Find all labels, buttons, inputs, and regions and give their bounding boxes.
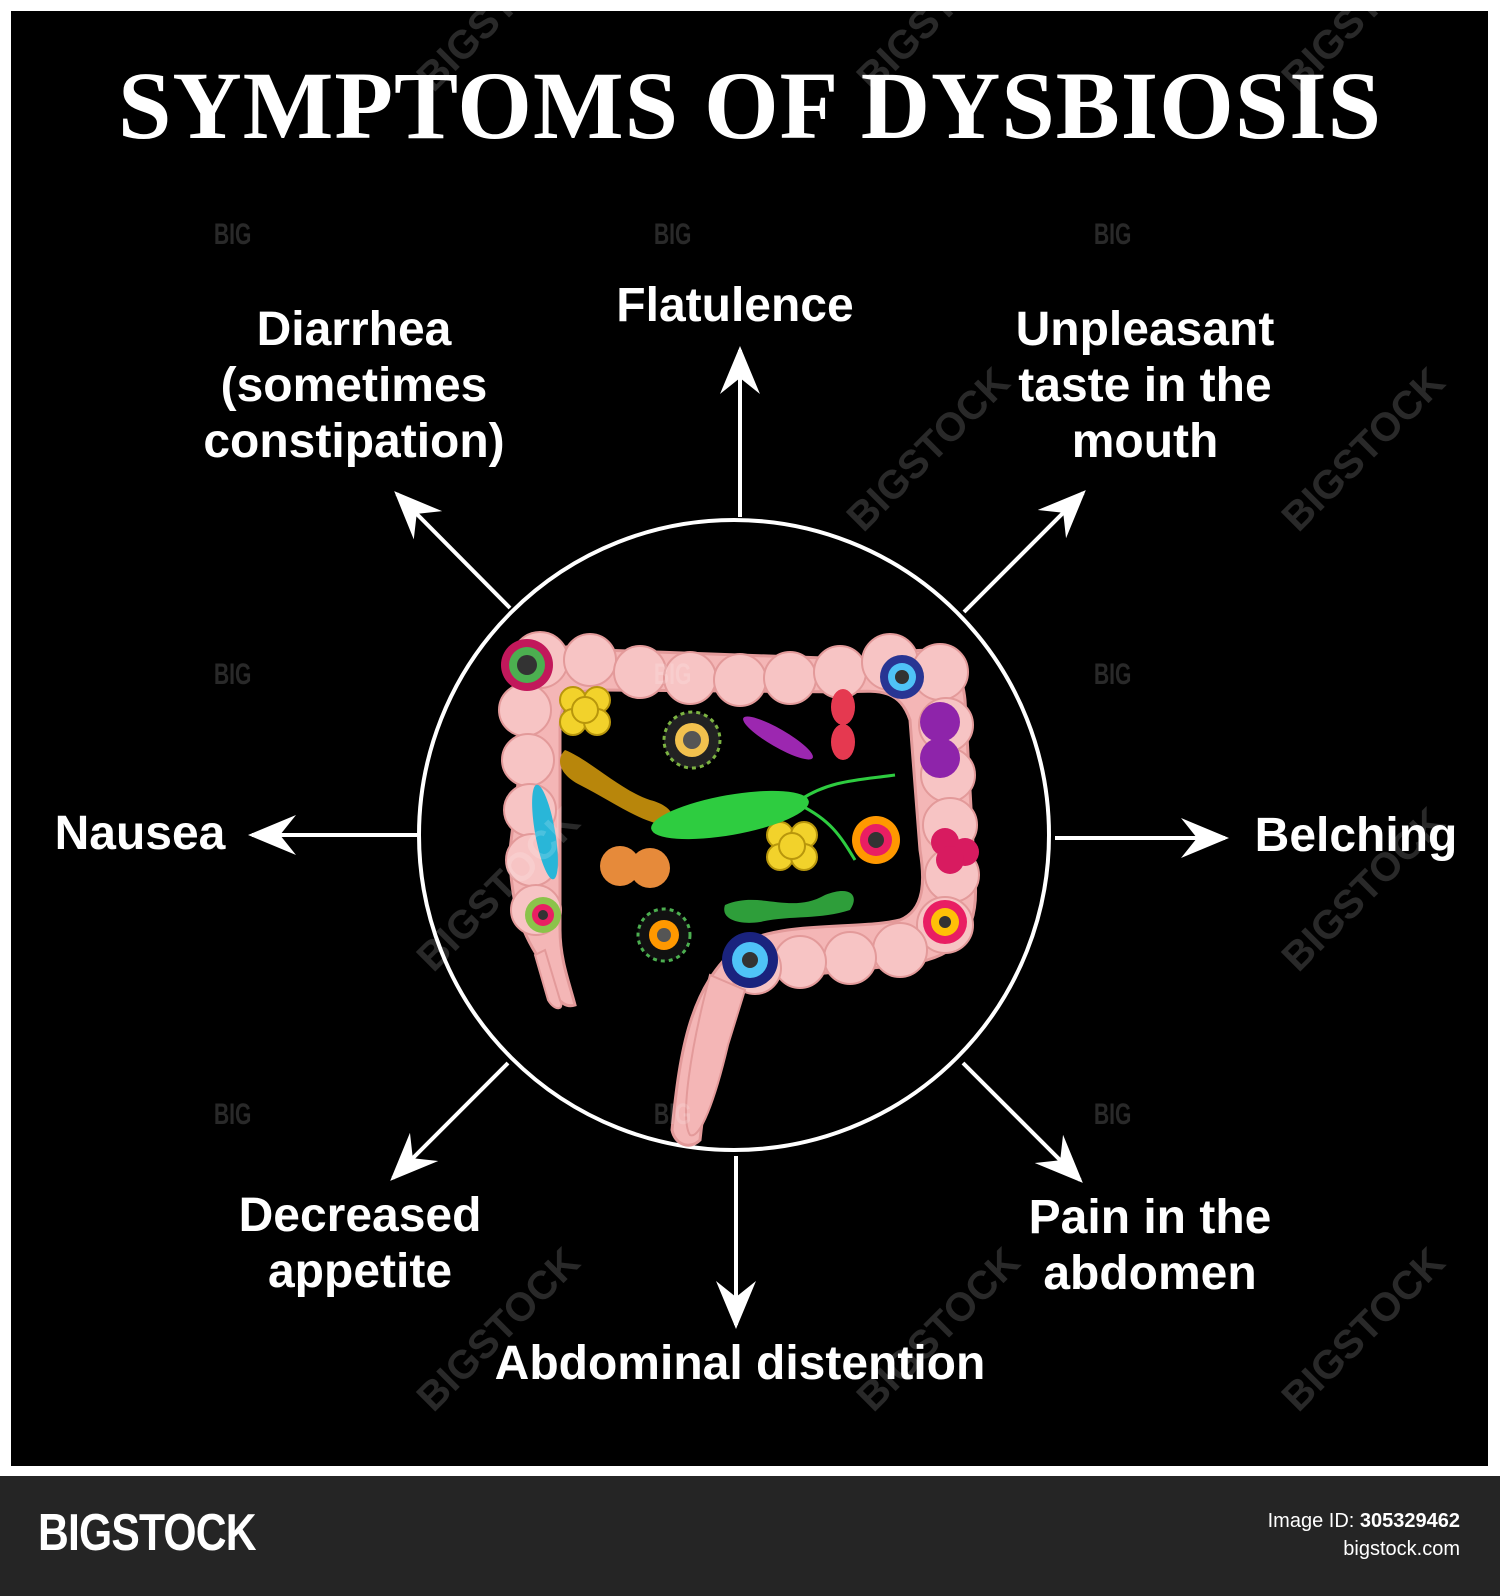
watermark-big: BIG xyxy=(1094,1098,1132,1131)
site-link[interactable]: bigstock.com xyxy=(1343,1538,1460,1560)
arrow-diarrhea xyxy=(394,491,512,610)
label-line: Decreased xyxy=(238,1189,482,1242)
watermark-big: BIG xyxy=(654,658,692,691)
image-info: Image ID: 305329462 bigstock.com xyxy=(1268,1507,1460,1563)
arrow-appetite xyxy=(390,1061,510,1181)
label-line: Pain in the xyxy=(1028,1191,1272,1244)
watermark-big: BIG xyxy=(214,1098,252,1131)
watermark-big: BIG xyxy=(654,1098,692,1131)
label-taste: Unpleasant taste in the mouth xyxy=(985,302,1305,470)
watermark-big: BIG xyxy=(654,218,692,251)
watermark-big: BIG xyxy=(214,218,252,251)
label-line: constipation) xyxy=(203,415,505,468)
image-id-line: Image ID: 305329462 xyxy=(1268,1507,1460,1535)
label-diarrhea: Diarrhea (sometimes constipation) xyxy=(184,302,524,470)
image-id: 305329462 xyxy=(1359,1510,1460,1532)
watermark-big: BIG xyxy=(1094,218,1132,251)
image-id-label: Image ID: xyxy=(1267,1510,1355,1532)
label-distention: Abdominal distention xyxy=(494,1337,986,1390)
label-nausea: Nausea xyxy=(54,807,226,860)
label-line: (sometimes xyxy=(220,359,488,412)
label-line: abdomen xyxy=(1043,1247,1257,1300)
brand-logo[interactable]: BIGSTOCK xyxy=(38,1504,257,1562)
page-title: SYMPTOMS OF DYSBIOSIS xyxy=(118,52,1382,159)
label-line: mouth xyxy=(1071,415,1219,468)
label-line: taste in the xyxy=(1018,359,1272,412)
arrow-taste xyxy=(962,490,1086,614)
label-line: Diarrhea xyxy=(256,303,452,356)
watermark-big: BIG xyxy=(1094,658,1132,691)
watermark-big: BIG xyxy=(214,658,252,691)
microbes xyxy=(501,639,979,988)
label-line: Unpleasant xyxy=(1015,303,1275,356)
arrow-pain xyxy=(961,1061,1083,1183)
label-belching: Belching xyxy=(1254,809,1458,862)
label-appetite: Decreased appetite xyxy=(210,1188,510,1300)
label-flatulence: Flatulence xyxy=(616,279,854,332)
label-line: appetite xyxy=(267,1245,453,1298)
footer-bar xyxy=(0,1476,1500,1596)
label-pain: Pain in the abdomen xyxy=(1000,1190,1300,1302)
